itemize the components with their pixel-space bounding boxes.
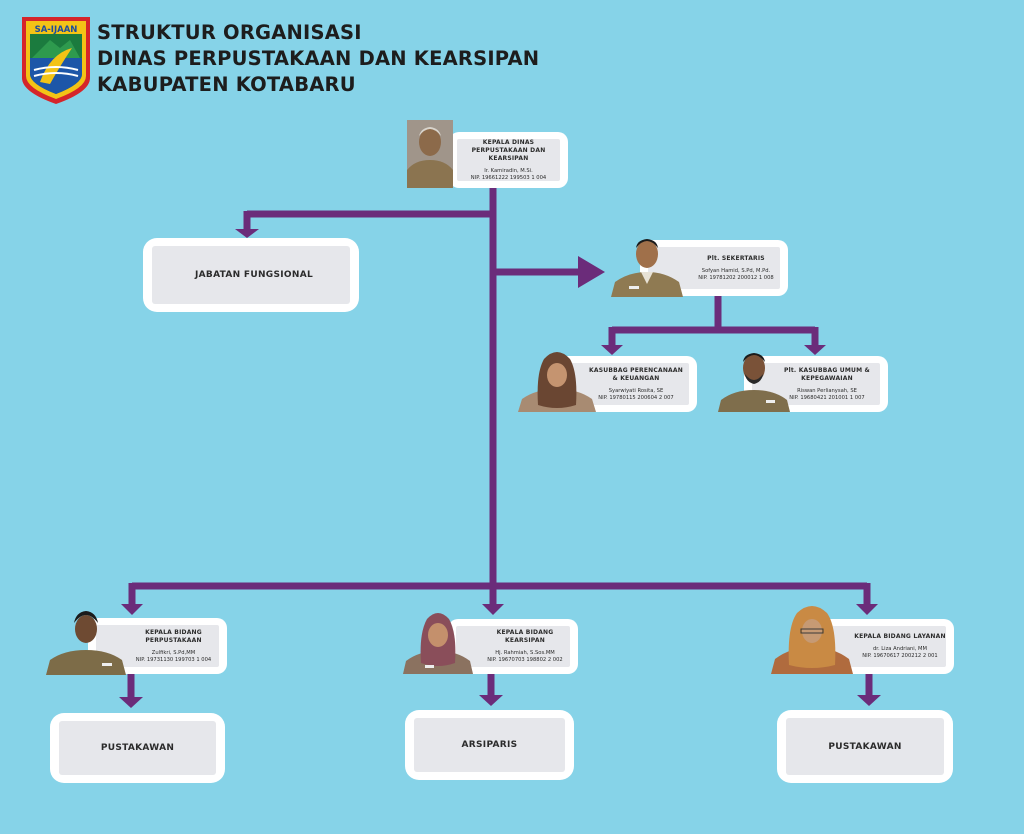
position-title: Plt. KASUBBAG UMUM & KEPEGAWAIAN: [784, 366, 870, 382]
person-name: Hj. Rahmiah, S.Sos.MM: [495, 650, 555, 656]
card-inner: KEPALA DINAS PERPUSTAKAAN DAN KEARSIPAN …: [457, 139, 560, 181]
person-nip: NIP. 19661222 199503 1 004: [470, 174, 547, 181]
position-title: KEPALA BIDANG PERPUSTAKAAN: [145, 628, 202, 644]
kabid-kearsipan-card: KEPALA BIDANG KEARSIPAN Hj. Rahmiah, S.S…: [448, 619, 578, 674]
arrow-head: [578, 256, 605, 288]
box-inner: PUSTAKAWAN: [786, 718, 944, 775]
person-name: dr. Liza Andriani, MM: [873, 646, 927, 652]
logo-text: SA-IJAAN: [35, 25, 78, 35]
person-name: Riswan Perlianysah, SE: [797, 387, 857, 394]
position-title: Plt. SEKERTARIS: [707, 254, 765, 262]
person-name: Sofyan Hamid, S.Pd, M.Pd.: [701, 267, 771, 274]
person-name: Syarwiyati Rosita, SE: [608, 387, 664, 394]
jabatan-fungsional-label: JABATAN FUNGSIONAL: [195, 270, 314, 280]
sekretaris-photo: [611, 239, 683, 297]
arrow-head: [479, 695, 503, 706]
person-nip: NIP. 19780115 200604 2 007: [598, 394, 674, 401]
jabatan-fungsional-box: JABATAN FUNGSIONAL: [143, 238, 359, 312]
arrow-head: [804, 345, 826, 355]
box-inner: JABATAN FUNGSIONAL: [152, 246, 350, 304]
kepala-dinas-photo: [407, 120, 453, 188]
person-name: Ir. Kamiradin, M.Si.: [484, 167, 533, 174]
arrow-head: [856, 604, 878, 615]
arrow-head: [601, 345, 623, 355]
pustakawan-label-1: PUSTAKAWAN: [100, 743, 175, 753]
person-name: Zulfikri, S.Pd,MM: [151, 649, 196, 656]
title-line-1: STRUKTUR ORGANISASI: [97, 21, 362, 44]
position-title: KEPALA BIDANG KEARSIPAN: [496, 629, 554, 644]
person-nip: NIP. 19670703 198802 2 002: [487, 657, 563, 663]
position-title: KEPALA BIDANG LAYANAN: [854, 633, 946, 640]
kabid-layanan-card: KEPALA BIDANG LAYANAN dr. Liza Andriani,…: [820, 619, 954, 674]
kabid-layanan-photo: [771, 606, 853, 674]
person-nip: NIP. 19731130 199703 1 004: [135, 656, 212, 663]
arsiparis-label: ARSIPARIS: [461, 740, 518, 750]
kabid-kearsipan-photo: [403, 613, 473, 674]
pustakawan-box-1: PUSTAKAWAN: [50, 713, 225, 783]
arrow-head: [121, 604, 143, 615]
pustakawan-box-2: PUSTAKAWAN: [777, 710, 953, 783]
page-title: STRUKTUR ORGANISASI DINAS PERPUSTAKAAN D…: [97, 20, 539, 98]
kasubbag-umum-photo: [718, 353, 790, 412]
person-nip: NIP. 19670617 200212 2 001: [862, 653, 938, 659]
kasubbag-perencanaan-photo: [518, 352, 596, 412]
title-line-2: DINAS PERPUSTAKAAN DAN KEARSIPAN: [97, 47, 540, 70]
position-title: KEPALA DINAS PERPUSTAKAAN DAN KEARSIPAN: [471, 138, 546, 162]
arsiparis-box: ARSIPARIS: [405, 710, 574, 780]
box-inner: ARSIPARIS: [414, 718, 565, 772]
arrow-head: [857, 695, 881, 706]
card-inner: KEPALA BIDANG PERPUSTAKAAN Zulfikri, S.P…: [96, 625, 219, 667]
pustakawan-label-2: PUSTAKAWAN: [828, 741, 902, 752]
arrow-head: [119, 697, 143, 708]
box-inner: PUSTAKAWAN: [59, 721, 216, 775]
title-line-3: KABUPATEN KOTABARU: [97, 73, 356, 96]
person-nip: NIP. 19680421 201001 1 007: [789, 394, 865, 401]
position-title: KASUBBAG PERENCANAAN & KEUANGAN: [589, 366, 683, 382]
arrow-head: [482, 604, 504, 615]
arrow-head: [235, 229, 259, 238]
card-inner: KEPALA BIDANG KEARSIPAN Hj. Rahmiah, S.S…: [456, 626, 570, 667]
person-nip: NIP. 19781202 200012 1 008: [698, 274, 774, 281]
kabid-perpustakaan-photo: [46, 611, 126, 675]
kotabaru-emblem-logo: SA-IJAAN: [22, 17, 90, 104]
kepala-dinas-card: KEPALA DINAS PERPUSTAKAAN DAN KEARSIPAN …: [449, 132, 568, 188]
